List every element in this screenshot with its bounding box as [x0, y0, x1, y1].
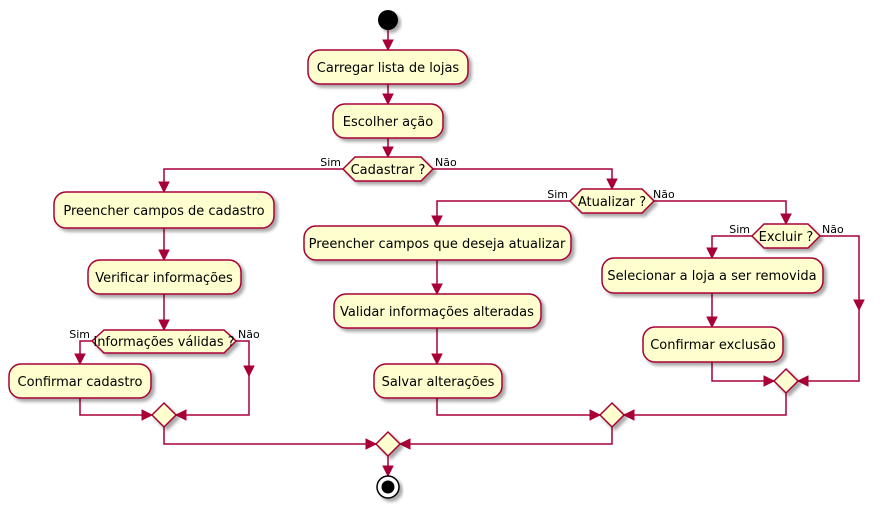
activity-select-store: Selecionar a loja a ser removida	[601, 257, 824, 294]
decision-update: Atualizar ?	[568, 188, 656, 214]
edge-register-yes	[163, 168, 343, 192]
activity-label: Validar informações alteradas	[340, 305, 534, 320]
edge-save-merge	[436, 398, 600, 416]
arrowhead	[174, 409, 187, 421]
edge-update-yes	[436, 200, 570, 226]
activity-validate-changes: Validar informações alteradas	[333, 293, 542, 329]
arrowhead	[589, 409, 602, 421]
decision-register: Cadastrar ?	[341, 156, 435, 182]
arrowhead	[382, 146, 394, 159]
edge-update-no	[654, 200, 787, 224]
arrowhead	[74, 353, 86, 366]
arrowhead	[382, 39, 394, 52]
merge-diamond-left	[150, 401, 178, 429]
arrowhead	[706, 247, 718, 260]
activity-label: Carregar lista de lojas	[317, 61, 460, 76]
branch-labels: Sim Não Sim Não Sim Não Sim Não	[69, 156, 844, 341]
branch-label-yes: Sim	[729, 223, 750, 236]
arrowhead	[796, 375, 809, 387]
arrowhead	[382, 93, 394, 106]
merge-diamond-middle	[598, 401, 626, 429]
arrowhead	[763, 375, 776, 387]
arrowhead	[382, 465, 394, 478]
activity-label: Confirmar exclusão	[650, 338, 776, 353]
activity-label: Salvar alterações	[382, 375, 495, 390]
activity-verify-info: Verificar informações	[87, 259, 242, 295]
activity-label: Confirmar cadastro	[18, 375, 143, 390]
activity-label: Preencher campos que deseja atualizar	[309, 237, 566, 252]
activity-confirm-register: Confirmar cadastro	[8, 363, 152, 399]
arrowhead	[853, 299, 865, 312]
activity-label: Selecionar a loja a ser removida	[607, 269, 816, 284]
arrowhead	[431, 353, 443, 366]
arrowhead	[431, 215, 443, 228]
merge-diamond-right	[772, 367, 800, 395]
edge-confirmdelete-merge	[711, 362, 774, 382]
arrowhead	[706, 316, 718, 329]
arrowhead	[141, 409, 154, 421]
arrowhead	[158, 319, 170, 332]
arrowhead	[780, 213, 792, 226]
branch-label-no: Não	[653, 188, 675, 201]
edge-delete-yes	[711, 235, 752, 258]
activity-load-stores: Carregar lista de lojas	[307, 49, 469, 85]
start-node	[378, 10, 398, 30]
edge-left-final-merge	[163, 427, 376, 445]
branch-label-yes: Sim	[320, 156, 341, 169]
arrowhead	[398, 438, 411, 450]
merge-diamond-final	[374, 430, 402, 458]
arrowhead	[606, 178, 618, 191]
arrowhead	[431, 283, 443, 296]
decision-delete: Excluir ?	[750, 223, 822, 249]
activity-label: Verificar informações	[95, 271, 233, 286]
decision-label: Informações válidas ?	[93, 335, 234, 350]
edge-delete-no-merge	[798, 310, 860, 382]
arrowhead	[622, 409, 635, 421]
activity-label: Preencher campos de cadastro	[63, 204, 264, 219]
edge-confirm-merge	[79, 398, 152, 416]
arrowheads	[74, 39, 865, 478]
branch-label-no: Não	[435, 156, 457, 169]
edge-right-final-merge	[400, 427, 613, 445]
activity-label: Escolher ação	[343, 115, 433, 130]
edge-delete-merge-up	[624, 393, 787, 416]
decision-valid-info: Informações válidas ?	[90, 329, 238, 354]
merges	[150, 367, 800, 458]
edge-valid-no-merge	[176, 376, 250, 416]
arrowhead	[158, 249, 170, 262]
decision-label: Excluir ?	[759, 230, 814, 245]
branch-label-no: Não	[822, 223, 844, 236]
activity-fill-update: Preencher campos que deseja atualizar	[303, 225, 572, 261]
branch-label-yes: Sim	[69, 328, 90, 341]
end-node	[376, 475, 400, 499]
activity-choose-action: Escolher ação	[332, 103, 444, 139]
edge-valid-no	[236, 340, 250, 376]
edge-register-no	[433, 168, 613, 189]
arrowhead	[365, 438, 378, 450]
edge-delete-no	[820, 235, 860, 310]
arrowhead	[243, 365, 255, 378]
activity-fill-register: Preencher campos de cadastro	[53, 191, 275, 229]
branch-label-no: Não	[238, 328, 260, 341]
decision-label: Cadastrar ?	[351, 163, 426, 178]
activity-save-changes: Salvar alterações	[373, 363, 503, 399]
branch-label-yes: Sim	[547, 188, 568, 201]
arrowhead	[158, 181, 170, 194]
decision-label: Atualizar ?	[578, 195, 646, 210]
activity-confirm-delete: Confirmar exclusão	[642, 326, 784, 363]
